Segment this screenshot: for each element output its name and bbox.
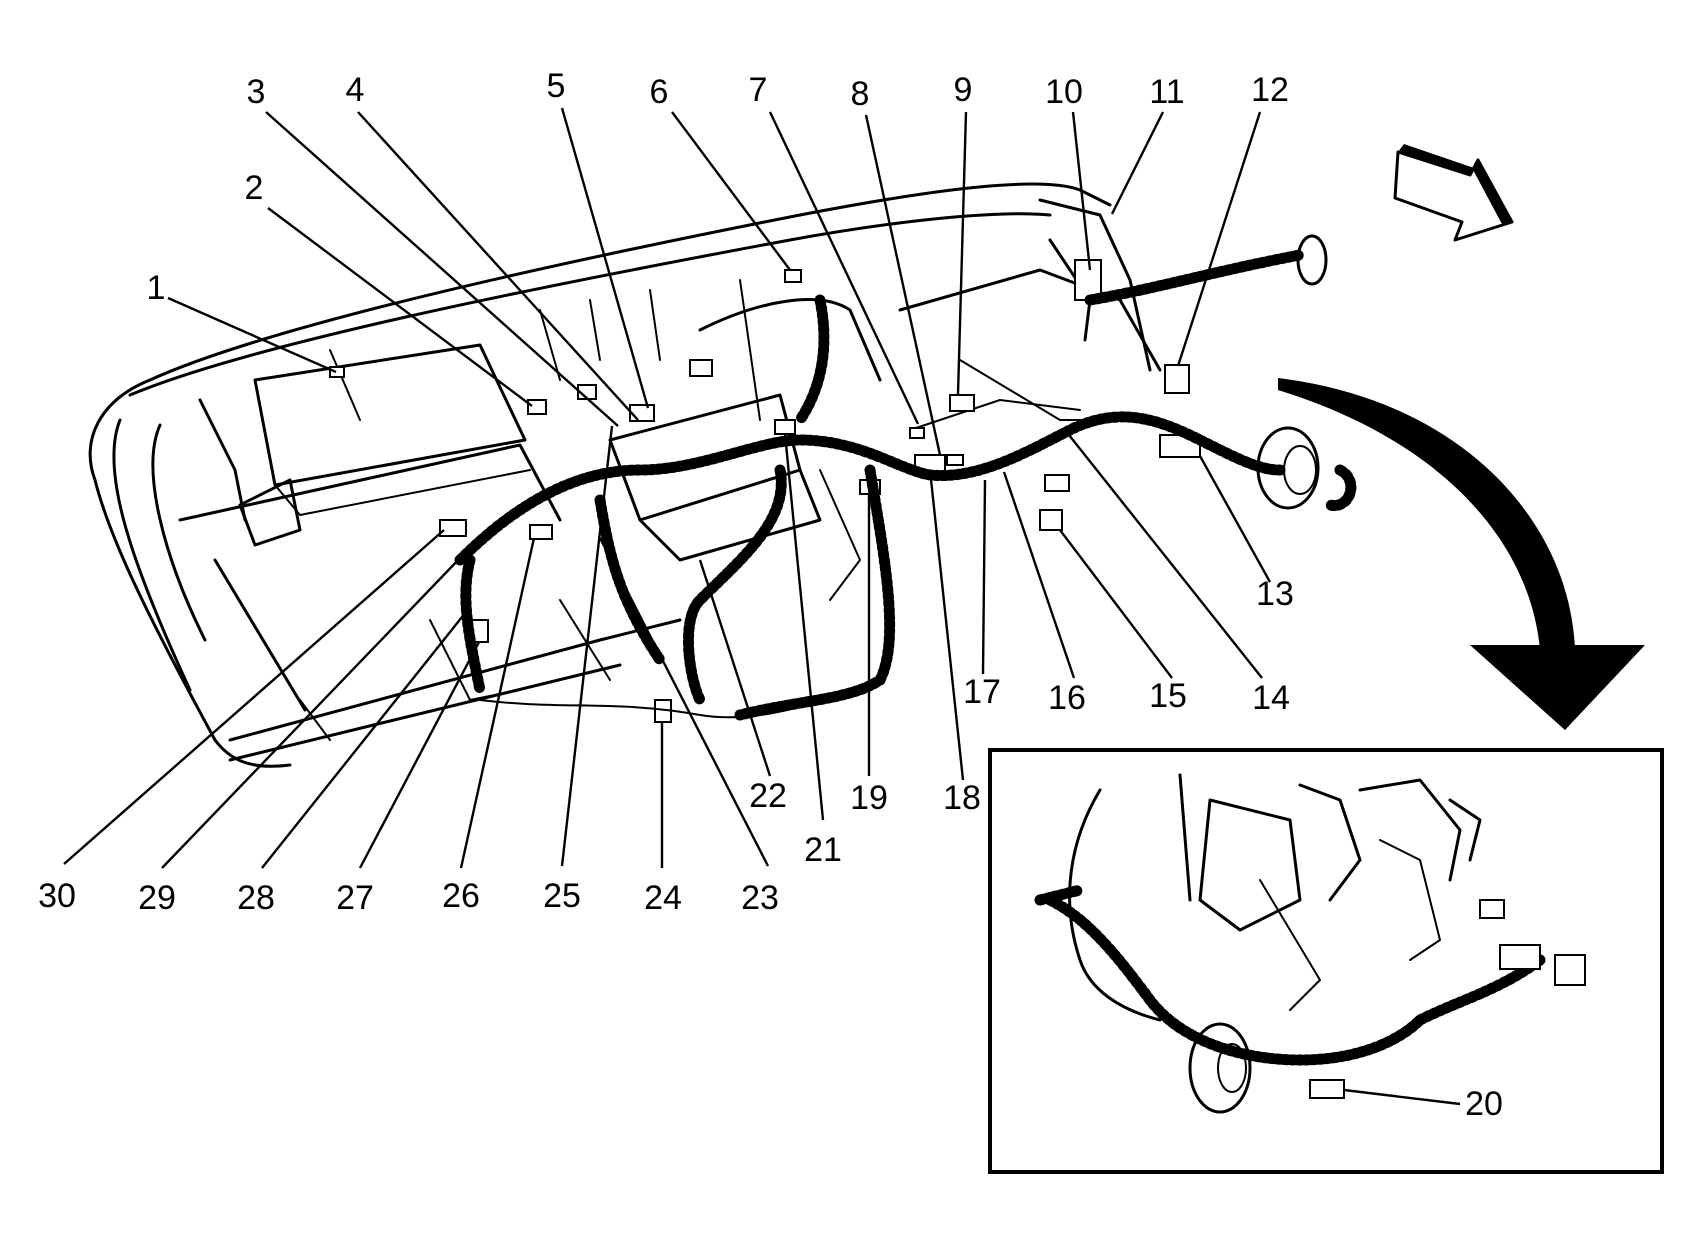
callout-12: 12 bbox=[1251, 71, 1289, 109]
callout-13: 13 bbox=[1256, 575, 1294, 613]
callout-18: 18 bbox=[943, 779, 981, 817]
callout-2: 2 bbox=[245, 169, 264, 207]
callout-1: 1 bbox=[147, 269, 166, 307]
callout-10: 10 bbox=[1045, 73, 1083, 111]
leader-6 bbox=[671, 111, 791, 271]
callout-23: 23 bbox=[741, 879, 779, 917]
callout-3: 3 bbox=[247, 73, 266, 111]
leader-29 bbox=[161, 555, 463, 869]
callout-11: 11 bbox=[1149, 73, 1184, 111]
forward-direction-arrow-icon bbox=[1393, 144, 1514, 242]
callout-7: 7 bbox=[749, 71, 768, 109]
leader-13 bbox=[1198, 455, 1272, 583]
leader-12 bbox=[1176, 111, 1262, 367]
leader-8 bbox=[864, 114, 942, 456]
leader-3 bbox=[265, 111, 619, 427]
callout-28: 28 bbox=[237, 879, 275, 917]
callout-30: 30 bbox=[38, 877, 76, 915]
leader-18 bbox=[928, 469, 965, 781]
callout-25: 25 bbox=[543, 877, 581, 915]
callout-15: 15 bbox=[1149, 677, 1187, 715]
leader-25 bbox=[560, 425, 614, 867]
leader-20 bbox=[1343, 1088, 1461, 1106]
callout-14: 14 bbox=[1252, 679, 1290, 717]
leader-15 bbox=[1059, 529, 1173, 679]
leader-16 bbox=[1002, 471, 1076, 679]
leader-21 bbox=[783, 433, 825, 821]
callout-labels: 1 2 3 4 5 6 7 8 9 10 11 12 13 14 15 16 1… bbox=[38, 67, 1503, 1123]
leader-10 bbox=[1071, 111, 1092, 271]
callout-24: 24 bbox=[644, 879, 682, 917]
leader-5 bbox=[560, 107, 650, 409]
callout-17: 17 bbox=[963, 673, 1001, 711]
leader-30 bbox=[63, 529, 445, 865]
callout-16: 16 bbox=[1048, 679, 1086, 717]
callout-8: 8 bbox=[851, 75, 870, 113]
leader-23 bbox=[598, 537, 770, 867]
leader-14 bbox=[1064, 429, 1263, 679]
leader-17 bbox=[981, 479, 987, 675]
leader-27 bbox=[358, 641, 481, 869]
leader-9 bbox=[956, 111, 968, 395]
callout-6: 6 bbox=[650, 73, 669, 111]
callout-9: 9 bbox=[954, 71, 973, 109]
leader-11 bbox=[1110, 111, 1165, 215]
callout-22: 22 bbox=[749, 777, 787, 815]
leader-28 bbox=[261, 611, 467, 869]
leader-lines bbox=[63, 107, 1461, 1106]
leader-2 bbox=[267, 207, 533, 407]
callout-26: 26 bbox=[442, 877, 480, 915]
leader-1 bbox=[167, 296, 337, 374]
leader-7 bbox=[768, 111, 920, 425]
callout-4: 4 bbox=[346, 71, 365, 109]
callout-19: 19 bbox=[850, 779, 888, 817]
detail-view-arrow-icon bbox=[1278, 378, 1645, 730]
leader-26 bbox=[459, 537, 536, 869]
callout-20: 20 bbox=[1465, 1085, 1503, 1123]
leader-4 bbox=[357, 111, 639, 421]
callout-5: 5 bbox=[547, 67, 566, 105]
wiring-harness bbox=[454, 249, 1357, 721]
leader-22 bbox=[698, 559, 772, 777]
callout-21: 21 bbox=[804, 831, 842, 869]
callout-27: 27 bbox=[336, 879, 374, 917]
callout-29: 29 bbox=[138, 879, 176, 917]
detail-inset bbox=[988, 748, 1664, 1174]
